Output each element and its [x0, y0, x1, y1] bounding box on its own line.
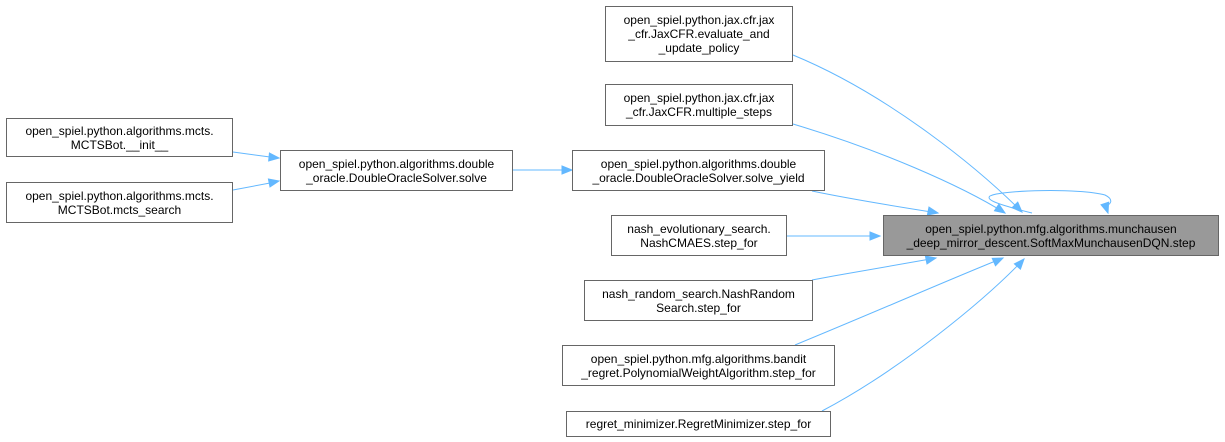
edge-self-loop-step-arrowhead: [1100, 201, 1110, 215]
node-label-line: NashCMAES.step_for: [640, 235, 758, 250]
edge-regret-to-step: [821, 258, 1025, 412]
node-label-line: regret_minimizer.RegretMinimizer.step_fo…: [585, 417, 812, 431]
node-label-line: open_spiel.python.jax.cfr.jax: [623, 91, 775, 105]
edge-nash-evo-to-step-arrowhead: [869, 231, 882, 241]
edge-nash-rand-to-step: [811, 257, 937, 281]
node-double-oracle-solve-yield[interactable]: open_spiel.python.algorithms.double _ora…: [572, 150, 825, 191]
node-double-oracle-solve[interactable]: open_spiel.python.algorithms.double _ora…: [280, 150, 513, 191]
node-label-line: nash_evolutionary_search.: [627, 221, 771, 236]
node-nash-cmaes-step-for[interactable]: nash_evolutionary_search. NashCMAES.step…: [611, 215, 787, 256]
edge-jax-eval-to-step: [792, 54, 1023, 213]
edge-jax-multi-to-step-arrowhead: [993, 203, 1007, 214]
node-label-line: open_spiel.python.algorithms.mcts.: [25, 123, 214, 138]
node-polynomial-weight-step-for[interactable]: open_spiel.python.mfg.algorithms.bandit …: [562, 345, 835, 386]
edge-solve-to-solve-yield-arrowhead: [561, 165, 574, 175]
edge-mcts-search-to-solve-arrowhead: [267, 178, 281, 188]
node-label-line: _oracle.DoubleOracleSolver.solve: [306, 170, 487, 185]
edge-bandit-to-step-arrowhead: [991, 257, 1005, 267]
edge-bandit-to-step: [794, 257, 1004, 346]
node-nash-random-search-step-for[interactable]: nash_random_search.NashRandom Search.ste…: [584, 280, 813, 321]
node-label-line: _regret.PolynomialWeightAlgorithm.step_f…: [581, 365, 816, 380]
node-label-line: open_spiel.python.algorithms.double: [298, 156, 495, 171]
node-label-line: open_spiel.python.mfg.algorithms.bandit: [590, 351, 807, 366]
edge-solve-yield-to-step-arrowhead: [926, 206, 940, 216]
node-label-line: Search.step_for: [656, 300, 741, 315]
edge-solve-yield-to-step: [811, 190, 939, 214]
edge-mcts-search-to-solve: [232, 182, 271, 191]
node-jax-evaluate-and-update-policy[interactable]: open_spiel.python.jax.cfr.jax _cfr.JaxCF…: [605, 6, 793, 62]
node-jax-multiple-steps[interactable]: open_spiel.python.jax.cfr.jax _cfr.JaxCF…: [605, 84, 793, 126]
node-softmax-munchausen-dqn-step: open_spiel.python.mfg.algorithms.munchau…: [883, 215, 1219, 256]
node-label-line: _cfr.JaxCFR.multiple_steps: [625, 105, 773, 119]
node-label-line: open_spiel.python.algorithms.double: [600, 156, 797, 171]
node-label-line: open_spiel.python.jax.cfr.jax: [623, 13, 775, 27]
edge-self-loop-step: [988, 190, 1112, 214]
edge-mcts-init-to-solve: [232, 151, 271, 158]
node-mcts-init[interactable]: open_spiel.python.algorithms.mcts. MCTSB…: [6, 118, 233, 157]
node-label-line: nash_random_search.NashRandom: [602, 286, 795, 301]
edge-mcts-init-to-solve-arrowhead: [268, 152, 281, 162]
node-label-line: open_spiel.python.mfg.algorithms.munchau…: [925, 221, 1177, 236]
node-label-line: _update_policy: [658, 41, 740, 55]
node-label-line: MCTSBot.mcts_search: [57, 202, 182, 217]
node-label-line: open_spiel.python.algorithms.mcts.: [25, 188, 214, 203]
node-mcts-search[interactable]: open_spiel.python.algorithms.mcts. MCTSB…: [6, 182, 233, 223]
node-label-line: _cfr.JaxCFR.evaluate_and: [628, 27, 770, 41]
node-label-line: _deep_mirror_descent.SoftMaxMunchausenDQ…: [906, 235, 1196, 250]
edge-regret-to-step-arrowhead: [1013, 257, 1025, 271]
node-regret-minimizer-step-for[interactable]: regret_minimizer.RegretMinimizer.step_fo…: [566, 411, 831, 437]
edge-jax-multi-to-step: [792, 123, 1006, 214]
node-label-line: MCTSBot.__init__: [70, 137, 169, 152]
node-label-line: _oracle.DoubleOracleSolver.solve_yield: [592, 170, 805, 185]
edge-nash-rand-to-step-arrowhead: [924, 255, 938, 265]
